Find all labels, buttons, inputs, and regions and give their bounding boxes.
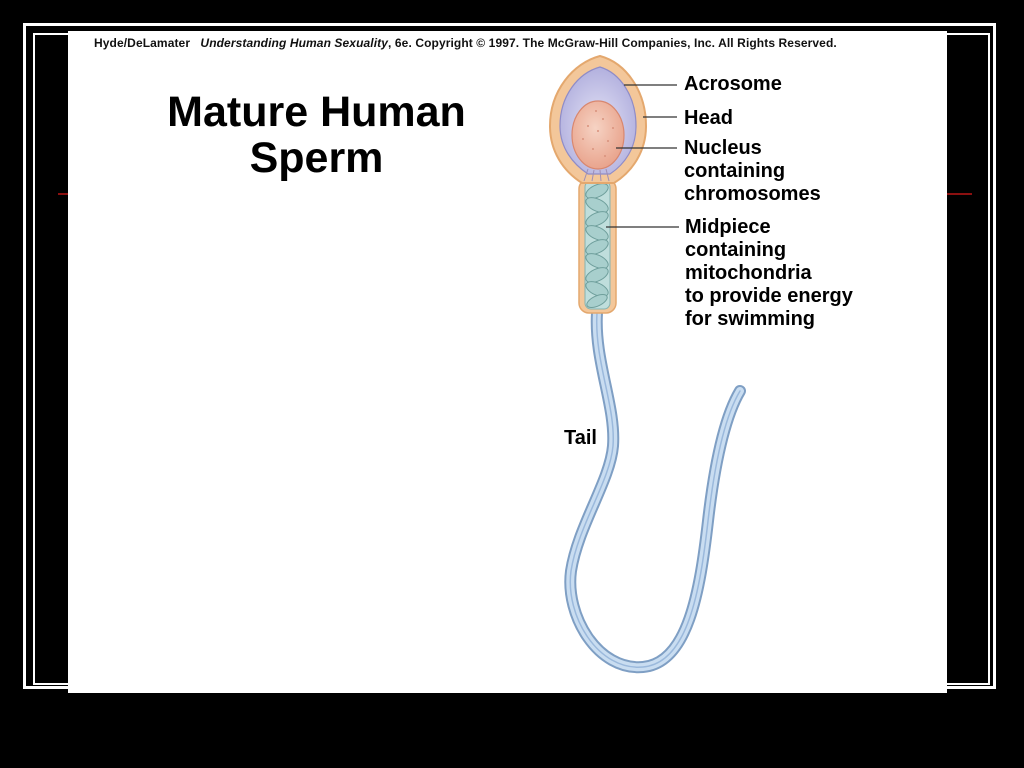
label-nucleus-line: chromosomes bbox=[684, 183, 821, 205]
label-nucleus-line: Nucleus bbox=[684, 137, 762, 159]
head bbox=[548, 54, 648, 184]
label-midpiece-line: Midpiece bbox=[685, 216, 771, 238]
nucleus-shape bbox=[571, 100, 625, 170]
label-midpiece: Midpiece containing mitochondria to prov… bbox=[685, 216, 853, 331]
copyright-credit: Hyde/DeLamater Understanding Human Sexua… bbox=[94, 36, 837, 50]
credit-author: Hyde/DeLamater bbox=[94, 36, 191, 50]
label-head: Head bbox=[684, 107, 733, 129]
midpiece bbox=[578, 178, 617, 314]
title-line-1: Mature Human bbox=[167, 88, 466, 136]
label-acrosome: Acrosome bbox=[684, 73, 782, 95]
label-nucleus-line: containing bbox=[684, 160, 786, 182]
label-tail: Tail bbox=[564, 427, 597, 449]
left-divider-line bbox=[58, 193, 70, 195]
label-midpiece-line: to provide energy bbox=[685, 285, 853, 307]
title-line-2: Sperm bbox=[249, 134, 384, 182]
label-midpiece-line: for swimming bbox=[685, 308, 816, 330]
credit-rest: , 6e. Copyright © 1997. The McGraw-Hill … bbox=[388, 36, 837, 50]
credit-book-title: Understanding Human Sexuality bbox=[200, 36, 389, 50]
label-nucleus: Nucleus containing chromosomes bbox=[684, 137, 821, 206]
label-midpiece-line: containing bbox=[685, 239, 787, 261]
slide-canvas: Hyde/DeLamater Understanding Human Sexua… bbox=[68, 31, 947, 693]
tail bbox=[564, 307, 746, 674]
leader-lines bbox=[606, 84, 679, 228]
label-midpiece-line: mitochondria bbox=[685, 262, 812, 284]
right-divider-line bbox=[946, 193, 972, 195]
page-title: Mature Human Sperm bbox=[144, 89, 489, 181]
sperm-diagram bbox=[548, 54, 746, 674]
